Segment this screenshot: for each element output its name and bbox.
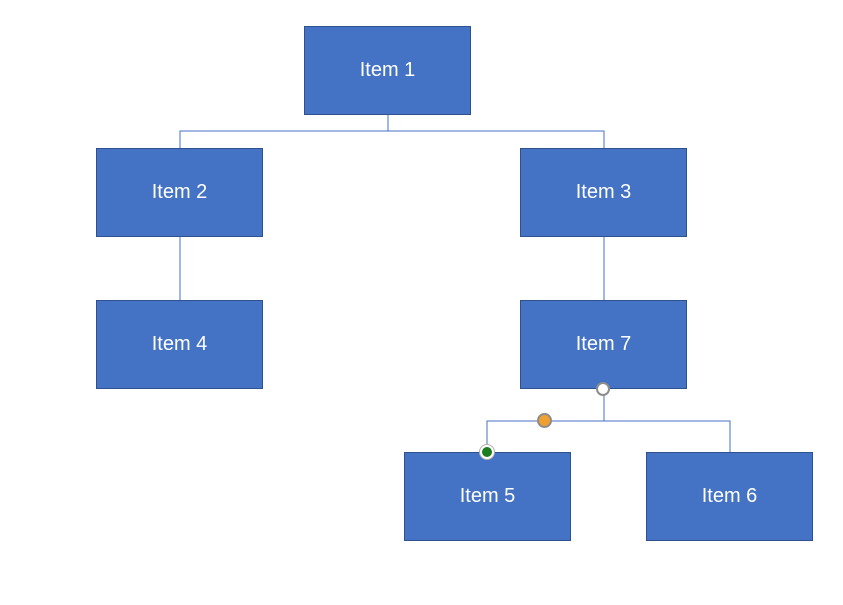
connector-item1-item2[interactable] [179,115,389,148]
node-label: Item 6 [701,485,758,507]
node-label: Item 3 [575,181,632,203]
node-label: Item 7 [575,333,632,355]
node-item-6[interactable]: Item 6 [646,452,813,541]
node-item-1[interactable]: Item 1 [304,26,471,115]
node-label: Item 4 [151,333,208,355]
node-label: Item 1 [359,59,416,81]
connector-start-handle[interactable] [480,445,494,459]
connector-adjust-handle[interactable] [537,413,552,428]
node-item-5[interactable]: Item 5 [404,452,571,541]
connector-end-handle[interactable] [596,382,610,396]
node-item-3[interactable]: Item 3 [520,148,687,237]
connector-item1-item3[interactable] [388,130,605,148]
node-item-4[interactable]: Item 4 [96,300,263,389]
node-item-7[interactable]: Item 7 [520,300,687,389]
node-label: Item 2 [151,181,208,203]
node-label: Item 5 [459,485,516,507]
connector-item7-item6[interactable] [604,420,731,452]
node-item-2[interactable]: Item 2 [96,148,263,237]
